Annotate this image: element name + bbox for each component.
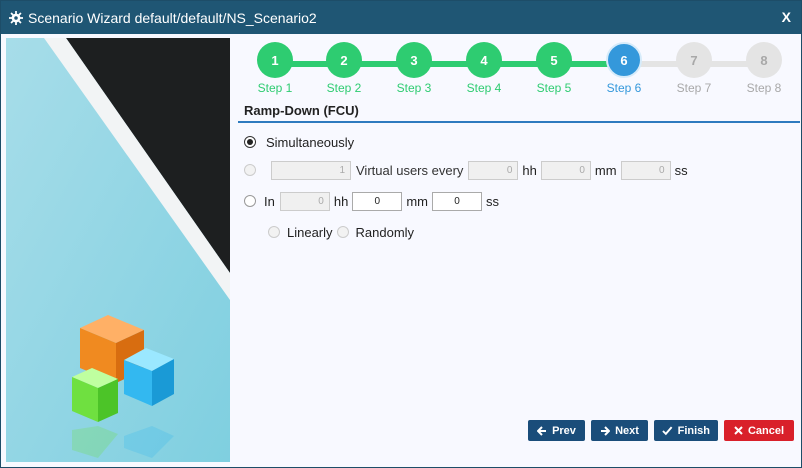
step-circle: 4 — [466, 42, 502, 78]
finish-button[interactable]: Finish — [654, 420, 718, 441]
step-label: Step 5 — [536, 81, 572, 95]
in-ss-input[interactable]: 0 — [431, 191, 482, 211]
step-label: Step 7 — [676, 81, 712, 95]
rate-hh-input[interactable]: 0 — [468, 160, 519, 180]
in-mm-input[interactable]: 0 — [352, 191, 403, 211]
in-hh-input[interactable]: 0 — [279, 191, 330, 211]
step-label: Step 2 — [326, 81, 362, 95]
close-button[interactable]: X — [781, 9, 791, 25]
step-circle: 8 — [746, 42, 782, 78]
in-duration-radio[interactable] — [244, 195, 256, 207]
step-circle: 1 — [257, 42, 293, 78]
linearly-label: Linearly — [287, 224, 333, 240]
step-4[interactable]: 4 Step 4 — [449, 42, 519, 95]
step-circle: 7 — [676, 42, 712, 78]
option-mode: Linearly Randomly — [268, 222, 414, 242]
step-6[interactable]: 6 Step 6 — [589, 42, 659, 95]
cancel-label: Cancel — [747, 424, 785, 437]
users-count-input[interactable]: 1 — [271, 160, 351, 180]
step-label: Step 6 — [606, 81, 642, 95]
section-title: Ramp-Down (FCU) — [238, 101, 800, 123]
cancel-button[interactable]: Cancel — [724, 420, 794, 441]
rate-mm-label: mm — [594, 162, 617, 178]
rate-ss-input[interactable]: 0 — [620, 160, 671, 180]
step-circle: 5 — [536, 42, 572, 78]
in-mm-label: mm — [406, 193, 428, 209]
simultaneously-radio[interactable] — [244, 136, 256, 148]
title-bar: Scenario Wizard default/default/NS_Scena… — [1, 1, 801, 34]
rate-radio[interactable] — [244, 164, 256, 176]
step-circle: 3 — [396, 42, 432, 78]
rate-mm-input[interactable]: 0 — [540, 160, 591, 180]
step-1[interactable]: 1 Step 1 — [240, 42, 310, 95]
step-5[interactable]: 5 Step 5 — [519, 42, 589, 95]
step-label: Step 3 — [396, 81, 432, 95]
option-rate[interactable]: 1 Virtual users every 0 hh 0 mm 0 ss — [244, 160, 692, 180]
in-hh-label: hh — [333, 193, 349, 209]
step-label: Step 4 — [466, 81, 502, 95]
step-8[interactable]: 8 Step 8 — [729, 42, 799, 95]
step-3[interactable]: 3 Step 3 — [379, 42, 449, 95]
check-icon — [662, 426, 673, 435]
rate-ss-label: ss — [674, 162, 688, 178]
prev-button[interactable]: Prev — [528, 420, 585, 441]
wizard-content: 1 Step 1 2 Step 2 3 Step 3 4 Step 4 5 St… — [238, 38, 800, 464]
wizard-buttons: Prev Next Finish Cancel — [528, 420, 794, 441]
in-ss-label: ss — [485, 193, 499, 209]
step-7[interactable]: 7 Step 7 — [659, 42, 729, 95]
arrow-right-icon — [601, 425, 611, 436]
prev-label: Prev — [552, 424, 576, 437]
in-label: In — [264, 193, 275, 209]
option-simultaneously[interactable]: Simultaneously — [244, 132, 359, 152]
step-2[interactable]: 2 Step 2 — [309, 42, 379, 95]
gear-icon — [9, 10, 23, 25]
option-in-duration[interactable]: In 0 hh 0 mm 0 ss — [244, 191, 503, 211]
next-button[interactable]: Next — [591, 420, 648, 441]
next-label: Next — [615, 424, 639, 437]
randomly-label: Randomly — [355, 224, 415, 240]
finish-label: Finish — [677, 424, 710, 437]
randomly-radio[interactable] — [336, 226, 349, 238]
wizard-illustration — [6, 38, 230, 462]
step-progress: 1 Step 1 2 Step 2 3 Step 3 4 Step 4 5 St… — [238, 42, 800, 98]
step-circle: 6 — [606, 42, 642, 78]
step-label: Step 8 — [746, 81, 782, 95]
arrow-left-icon — [537, 425, 547, 436]
progress-line-done — [273, 61, 623, 67]
simultaneously-label: Simultaneously — [266, 134, 355, 150]
step-label: Step 1 — [257, 81, 293, 95]
step-circle: 2 — [326, 42, 362, 78]
linearly-radio[interactable] — [268, 226, 280, 238]
rate-hh-label: hh — [522, 162, 537, 178]
users-every-label: Virtual users every — [356, 162, 464, 178]
x-icon — [734, 426, 743, 435]
window-title: Scenario Wizard default/default/NS_Scena… — [28, 9, 317, 26]
